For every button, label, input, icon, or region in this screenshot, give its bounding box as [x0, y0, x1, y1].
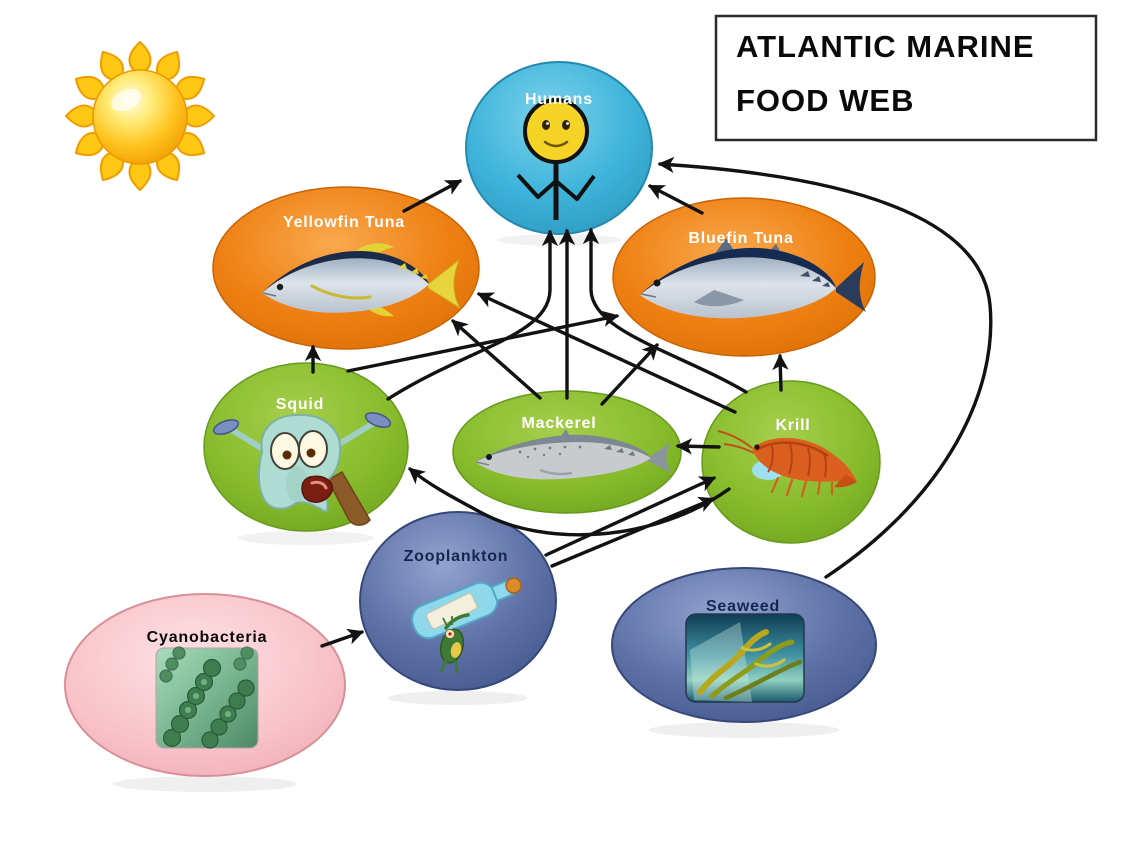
- node-humans: Humans: [465, 61, 653, 235]
- node-label-bluefin-tuna: Bluefin Tuna: [688, 230, 793, 247]
- node-label-seaweed: Seaweed: [706, 598, 780, 615]
- krill-icon: [717, 430, 857, 498]
- arrow-zooplankton-to-krill-2: [544, 476, 717, 557]
- arrow-mackerel-to-yellowfin-tuna: [451, 319, 542, 400]
- node-label-humans: Humans: [525, 91, 593, 108]
- squid-cartoon-icon: [212, 412, 392, 526]
- title-box: ATLANTIC MARINE FOOD WEB: [714, 14, 1098, 142]
- sun-icon: [64, 40, 216, 192]
- node-cyanobacteria: Cyanobacteria: [64, 593, 346, 777]
- node-label-mackerel: Mackerel: [522, 415, 597, 432]
- node-seaweed: Seaweed: [611, 567, 877, 723]
- node-bluefin-tuna: Bluefin Tuna: [612, 197, 876, 357]
- title-line-1: ATLANTIC MARINE: [736, 29, 1035, 64]
- arrow-zooplankton-to-krill: [550, 496, 716, 568]
- title-line-2: FOOD WEB: [736, 83, 915, 118]
- reflection-shadows: [113, 234, 839, 792]
- node-label-squid: Squid: [276, 396, 324, 413]
- node-squid: Squid: [203, 362, 409, 532]
- arrow-krill-to-bluefin-tuna: [772, 353, 789, 392]
- node-zooplankton: Zooplankton: [359, 511, 557, 691]
- node-label-yellowfin-tuna: Yellowfin Tuna: [283, 214, 405, 231]
- plankton-with-bottle-icon: [411, 577, 522, 674]
- node-krill: Krill: [701, 380, 881, 544]
- arrow-krill-to-squid: [408, 467, 731, 537]
- arrow-krill-to-humans: [582, 227, 748, 394]
- kelp-photo: [685, 613, 805, 703]
- arrow-bluefin-tuna-to-humans: [647, 184, 704, 215]
- arrow-krill-to-yellowfin-tuna: [476, 292, 737, 414]
- arrow-mackerel-to-bluefin-tuna: [600, 343, 659, 406]
- node-label-zooplankton: Zooplankton: [404, 548, 509, 565]
- bluefin-tuna-icon: [640, 238, 866, 319]
- food-web-arrows: [304, 156, 993, 648]
- stick-figure-smiley-icon: [516, 98, 596, 220]
- yellowfin-tuna-icon: [262, 243, 462, 317]
- arrow-squid-to-bluefin-tuna: [346, 310, 620, 373]
- node-label-krill: Krill: [775, 417, 810, 434]
- node-mackerel: Mackerel: [452, 390, 682, 514]
- arrow-yellowfin-tuna-to-humans: [402, 179, 463, 213]
- node-label-cyanobacteria: Cyanobacteria: [147, 629, 268, 646]
- arrow-seaweed-to-humans: [657, 156, 993, 579]
- bacteria-photo: [155, 646, 259, 749]
- node-yellowfin-tuna: Yellowfin Tuna: [212, 186, 480, 350]
- mackerel-icon: [475, 429, 671, 480]
- arrow-krill-to-mackerel: [675, 438, 721, 455]
- arrow-cyanobacteria-to-zooplankton: [320, 628, 365, 648]
